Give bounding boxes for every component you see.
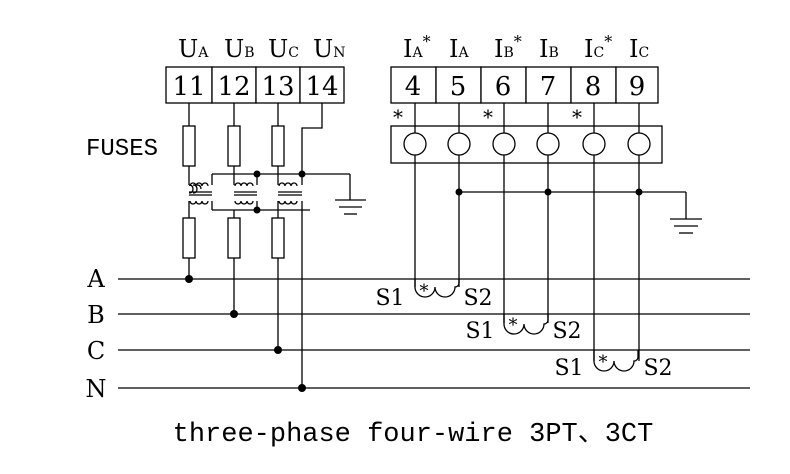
terminal-7-number: 7 <box>540 72 557 102</box>
terminal-9 <box>615 66 659 104</box>
ct-connector-block <box>390 125 663 164</box>
voltage-label-uc: UC <box>268 35 299 63</box>
terminal-12-number: 12 <box>217 72 250 102</box>
current-transformers: S1 * S2 S1 * S2 S1 * S2 <box>375 279 673 381</box>
voltage-wiring <box>182 103 366 215</box>
ct-b-s2: S2 <box>552 319 581 344</box>
ct-b: S1 * S2 <box>465 314 582 344</box>
current-terminal-block: 4 5 6 7 8 9 <box>390 66 659 104</box>
lower-fuses <box>182 210 303 388</box>
terminal-7 <box>525 66 572 104</box>
ct-a: S1 * S2 <box>375 279 493 311</box>
terminal-11-number: 11 <box>172 72 205 102</box>
terminal-8-number: 8 <box>585 72 602 102</box>
ct-connector-frame <box>390 125 663 164</box>
current-label-ib-star: IB* <box>494 32 522 63</box>
voltage-label-ua: UA <box>178 35 209 63</box>
potential-transformers <box>188 182 302 218</box>
voltage-terminal-block: 11 12 13 14 <box>165 66 345 104</box>
bus-label-n: N <box>86 375 107 403</box>
terminal-13-number: 13 <box>261 72 294 102</box>
terminal-11 <box>165 66 213 104</box>
bus-label-a: A <box>86 265 105 293</box>
current-label-ic-star: IC* <box>584 32 612 63</box>
ct-b-star: * <box>509 315 518 336</box>
terminal-12 <box>211 66 257 104</box>
current-label-ib: IB <box>539 35 559 63</box>
terminal-4 <box>390 66 437 104</box>
voltage-label-ub: UB <box>224 35 255 63</box>
voltage-terminal-labels: UA UB UC UN <box>178 35 345 63</box>
voltage-label-un: UN <box>313 35 345 63</box>
ct-c-s2: S2 <box>643 356 672 381</box>
fuse-upper-c <box>271 125 285 167</box>
terminal-4-number: 4 <box>405 72 422 102</box>
polarity-mark-b: * <box>483 105 493 129</box>
pt-a <box>188 182 212 205</box>
line-buses: A B C N <box>86 265 750 403</box>
current-label-ia: IA <box>449 35 469 63</box>
polarity-mark-a: * <box>393 105 403 129</box>
fuses-label: FUSES <box>86 136 158 163</box>
terminal-5-number: 5 <box>450 72 467 102</box>
fuse-lower-b <box>227 217 241 259</box>
current-wiring <box>414 103 702 361</box>
fuse-lower-c <box>271 217 285 259</box>
fuse-upper-b <box>227 125 241 167</box>
fuse-upper-a <box>182 125 196 167</box>
pt-b <box>234 182 257 205</box>
bus-label-c: C <box>87 337 105 365</box>
diagram-caption: three-phase four-wire 3PT、3CT <box>173 420 654 450</box>
ct-a-s2: S2 <box>463 286 492 311</box>
terminal-14-number: 14 <box>305 72 338 102</box>
pt-c <box>278 182 302 205</box>
polarity-mark-c: * <box>572 105 582 129</box>
ct-c-s1: S1 <box>554 356 583 381</box>
current-terminal-labels: IA* IA IB* IB IC* IC <box>403 32 649 63</box>
bus-label-b: B <box>87 301 105 329</box>
ct-a-s1: S1 <box>375 286 404 311</box>
terminal-6-number: 6 <box>495 72 512 102</box>
current-label-ia-star: IA* <box>403 32 431 63</box>
ct-c: S1 * S2 <box>554 350 673 381</box>
terminal-5 <box>435 66 482 104</box>
terminal-14 <box>299 66 345 104</box>
fuse-lower-a <box>182 217 196 259</box>
current-label-ic: IC <box>629 35 649 63</box>
ct-c-star: * <box>599 352 608 373</box>
ct-b-s1: S1 <box>465 319 494 344</box>
ct-a-star: * <box>420 281 429 302</box>
polarity-marks: * * * <box>393 105 582 129</box>
terminal-9-number: 9 <box>629 72 646 102</box>
